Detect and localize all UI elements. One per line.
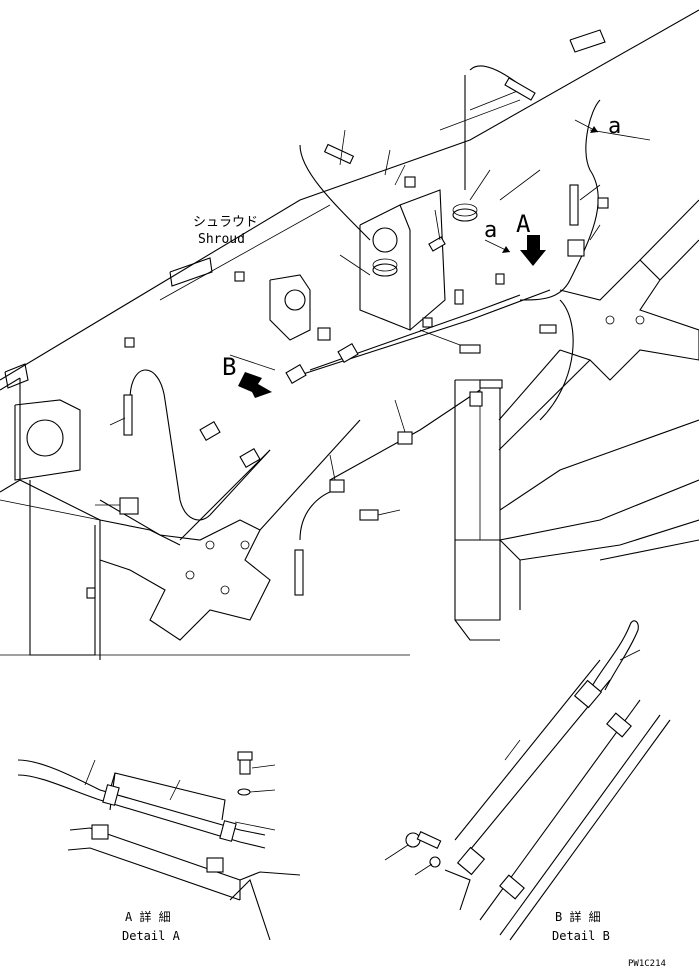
view-label-b: B bbox=[222, 353, 236, 381]
detail-a-drawing bbox=[17, 751, 301, 941]
view-arrow-a bbox=[520, 235, 546, 266]
detail-a-label-en: Detail A bbox=[122, 929, 181, 943]
drawing-code: PW1C214 bbox=[628, 959, 666, 969]
tube-lines bbox=[129, 65, 601, 541]
detail-b-label-en: Detail B bbox=[552, 929, 610, 943]
grommets bbox=[372, 203, 478, 277]
ref-label-a-lower: a bbox=[484, 218, 497, 243]
cross-frame-left bbox=[99, 419, 361, 641]
direction-arrow-a bbox=[484, 119, 599, 253]
shroud-label-en: Shroud bbox=[198, 232, 245, 247]
bracket-plate bbox=[269, 189, 446, 341]
leader-lines bbox=[95, 129, 651, 516]
pillar-frame bbox=[454, 379, 699, 641]
tube-clamps bbox=[199, 343, 483, 493]
hose-fittings bbox=[123, 77, 579, 596]
cross-frame-right bbox=[498, 199, 699, 451]
detail-a-label-jp: A 詳 細 bbox=[125, 909, 171, 924]
ref-label-a-upper: a bbox=[608, 114, 621, 139]
view-arrow-b bbox=[238, 372, 272, 398]
shroud-frame bbox=[0, 9, 699, 660]
view-label-a: A bbox=[516, 210, 531, 238]
small-blocks bbox=[86, 176, 609, 599]
detail-b-drawing bbox=[384, 620, 671, 941]
detail-b-label-jp: B 詳 細 bbox=[555, 909, 601, 924]
shroud-label-jp: シュラウド bbox=[193, 215, 258, 230]
